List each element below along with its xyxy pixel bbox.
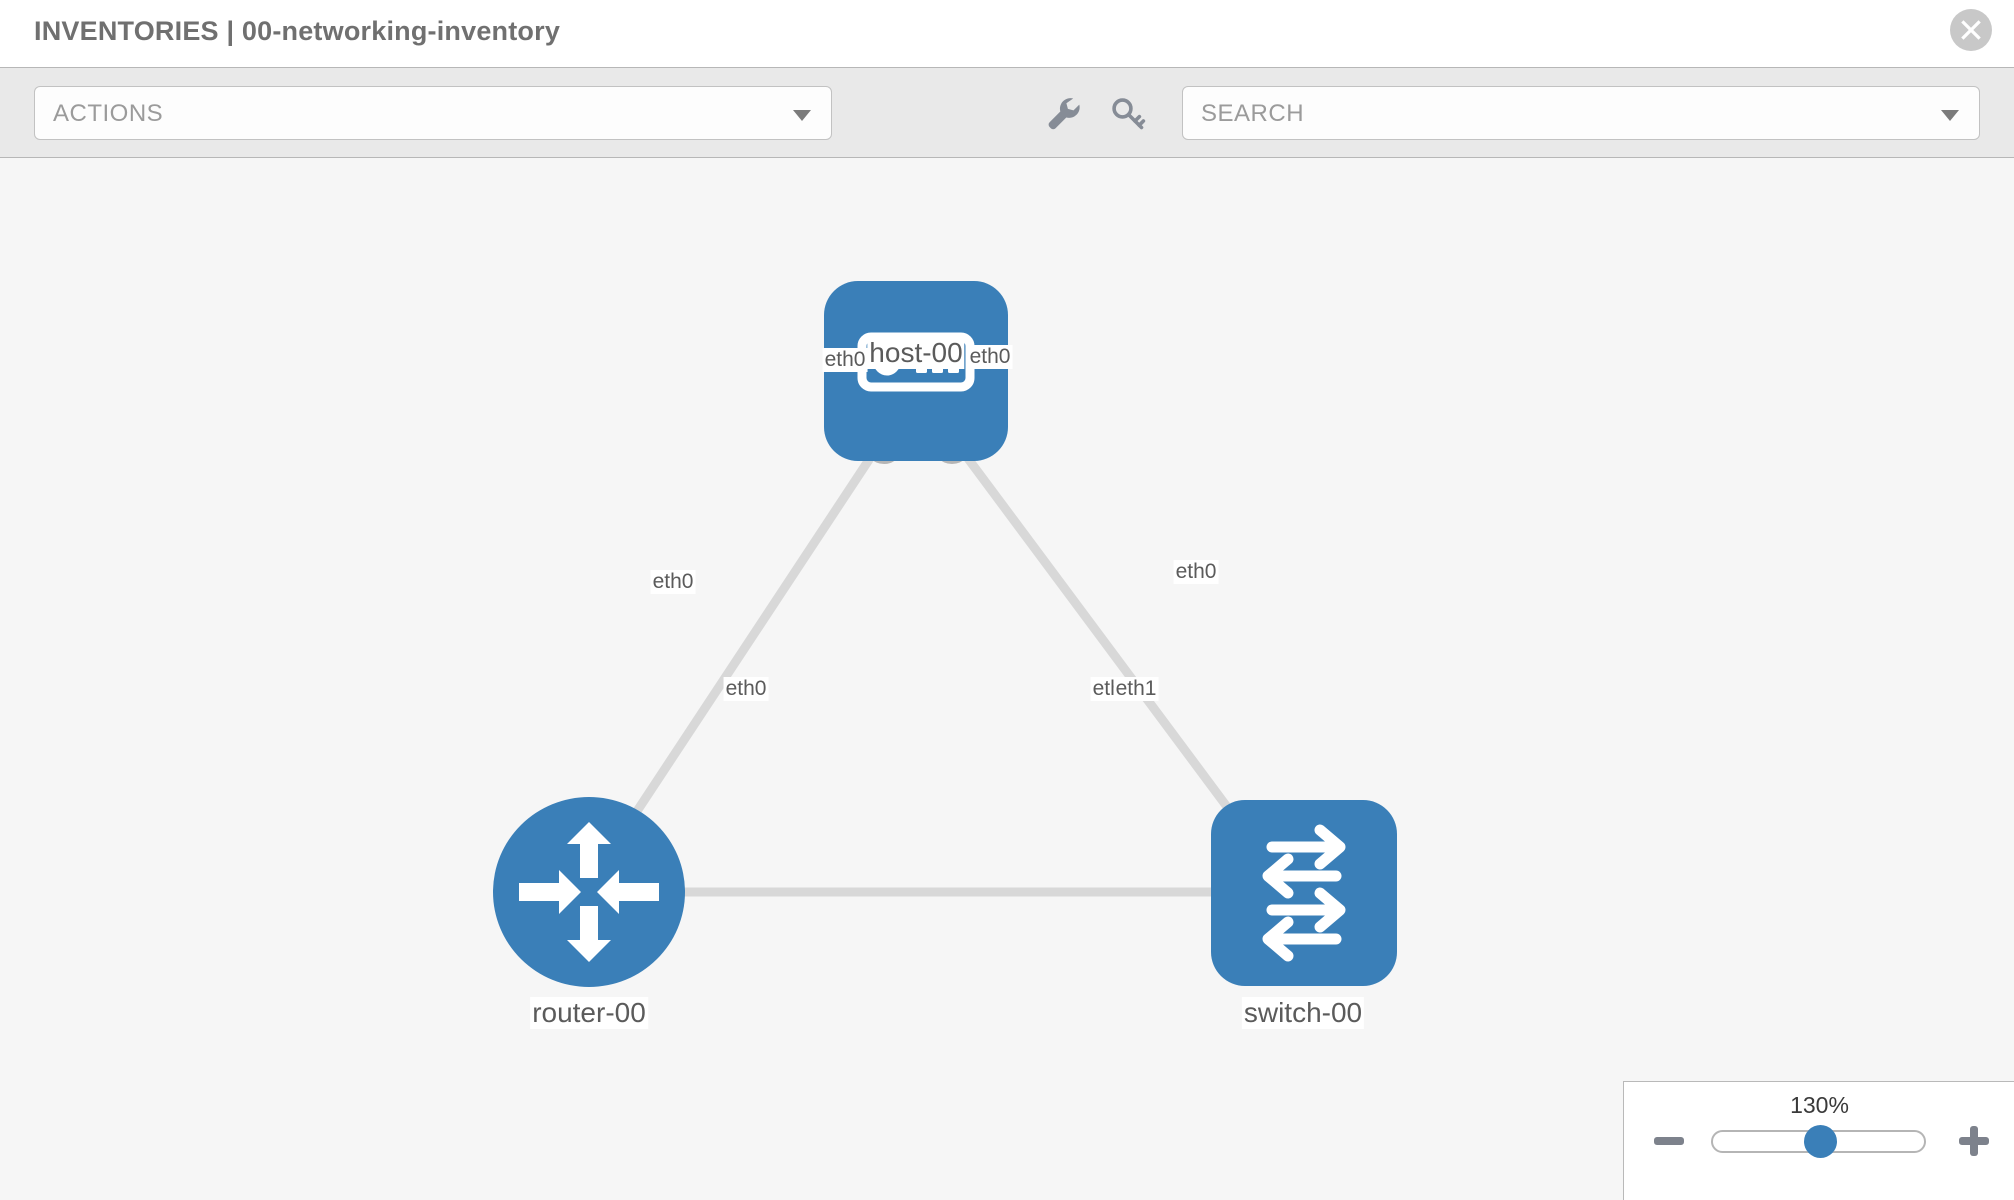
iface-label-host00-right: eth0	[967, 345, 1013, 369]
chevron-down-icon[interactable]	[1941, 110, 1959, 121]
node-label-host-00: host-00	[867, 337, 965, 369]
iface-label-router00-right: eth0	[723, 677, 769, 701]
topology-links	[608, 434, 1252, 897]
wrench-icon[interactable]	[1040, 90, 1086, 136]
title-bar: INVENTORIES | 00-networking-inventory	[0, 0, 2014, 68]
toolbar: ACTIONS SEARCH	[0, 68, 2014, 158]
link-host00-switch00[interactable]	[948, 434, 1252, 838]
iface-label-switch00-left-eth1: eth1	[1113, 677, 1159, 701]
page-title: INVENTORIES | 00-networking-inventory	[34, 16, 561, 46]
plus-icon[interactable]	[1957, 1124, 1991, 1158]
iface-label-host00-left: eth0	[822, 348, 868, 372]
topology-graph	[493, 281, 1397, 987]
actions-dropdown-label: ACTIONS	[53, 100, 164, 127]
close-icon[interactable]	[1950, 9, 1992, 51]
node-label-switch-00: switch-00	[1241, 997, 1365, 1029]
link-host00-router00[interactable]	[608, 434, 888, 852]
iface-label-switch00-up: eth0	[1173, 560, 1219, 584]
search-input[interactable]: SEARCH	[1182, 86, 1980, 140]
chevron-down-icon	[793, 110, 811, 121]
iface-label-router00-up: eth0	[650, 570, 696, 594]
actions-dropdown[interactable]: ACTIONS	[34, 86, 832, 140]
router-arrows-icon	[519, 822, 659, 962]
switch-arrows-icon	[1262, 824, 1346, 962]
node-label-router-00: router-00	[530, 997, 648, 1029]
zoom-level-value: 130%	[1790, 1092, 1849, 1118]
search-placeholder: SEARCH	[1201, 100, 1305, 127]
node-router-00[interactable]	[493, 797, 685, 987]
node-switch-00[interactable]	[1211, 800, 1397, 986]
topology-canvas[interactable]: eth0 eth0 eth0 eth0 eth0 eth0 eth1 host-…	[0, 159, 2014, 1200]
zoom-control-panel: 130%	[1623, 1081, 2014, 1200]
key-icon[interactable]	[1104, 90, 1150, 136]
zoom-slider-thumb[interactable]	[1804, 1125, 1837, 1158]
minus-icon[interactable]	[1652, 1124, 1686, 1158]
